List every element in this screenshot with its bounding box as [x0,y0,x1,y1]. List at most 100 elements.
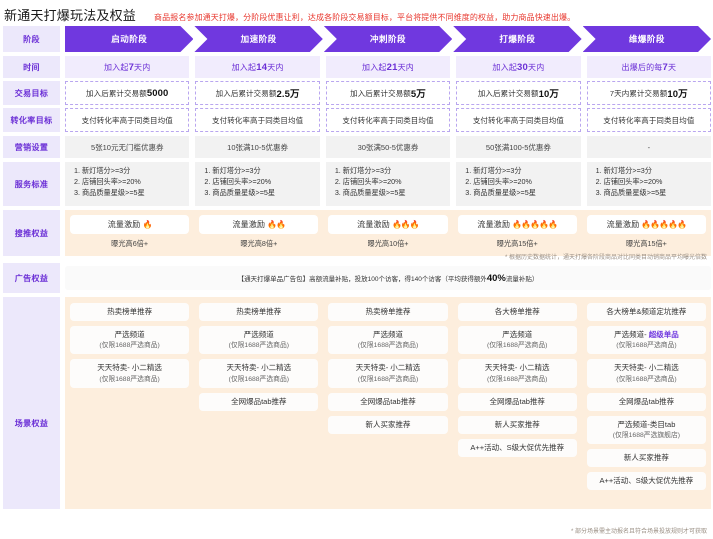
scene-rights-subtitle: (仅限1688严选商品) [486,375,548,383]
time-prefix: 加入起 [362,62,387,72]
scene-rights-item[interactable]: 新人买家推荐 [328,415,448,434]
scene-rights-item[interactable]: 热卖榜单推荐 [199,303,319,322]
marketing-cell: 5张10元无门槛优惠券 [65,136,190,158]
conversion-goal-list: 支付转化率高于同类目均值支付转化率高于同类目均值支付转化率高于同类目均值支付转化… [65,108,712,132]
scene-rights-item[interactable]: 天天特卖- 小二精选(仅限1688严选商品) [328,359,448,388]
trade-goal-prefix: 7天内累计交易额 [609,88,668,98]
scene-rights-title: 各大榜单&频道定坑推荐 [606,307,687,316]
scene-rights-item[interactable]: 天天特卖- 小二精选(仅限1688严选商品) [586,359,707,388]
scene-rights-title: 新人买家推荐 [494,419,540,429]
scene-rights-item[interactable]: 严选频道- 超级单品(仅限1688严选商品) [586,326,707,355]
trade-goal-prefix: 加入后累计交易额 [215,88,277,98]
traffic-incentive-cell: 流量激励🔥🔥🔥🔥🔥 曝光高15倍+ [457,215,577,256]
scene-rights-subtitle: (仅限1688严选商品) [228,375,290,383]
scene-rights-highlight: 超级单品 [648,330,679,340]
stage-arrow-list: 启动阶段加速阶段 冲刺阶段 打爆阶段 维爆阶段 [65,26,711,52]
traffic-incentive-pill: 流量激励🔥🔥🔥🔥🔥 [586,215,707,234]
scene-rights-item[interactable]: 新人买家推荐 [457,415,577,434]
time-suffix: 天 [667,62,677,72]
scene-rights-item[interactable]: 天天特卖- 小二精选(仅限1688严选商品) [457,359,577,388]
stage-arrow[interactable]: 维爆阶段 [583,26,711,52]
scene-rights-title: 严选频道 [502,330,533,340]
service-line: 2. 店铺回头率>=20% [595,176,663,186]
row-stage: 阶段 启动阶段加速阶段冲刺阶段打爆阶段维爆阶段 [0,26,713,52]
row-ad-rights: 广告权益 【通天打爆单品广告包】高额流量补贴，投放100个访客，得140个访客（… [0,263,713,293]
trade-goal-number: 10万 [538,89,560,100]
traffic-incentive-pill: 流量激励🔥🔥🔥🔥🔥 [457,215,577,234]
trade-goal-number: 5万 [410,89,426,100]
traffic-incentive-label: 流量激励 [606,220,640,229]
scene-rights-item[interactable]: 新人买家推荐 [586,449,707,468]
scene-rights-column: 各大榜单推荐严选频道(仅限1688严选商品)天天特卖- 小二精选(仅限1688严… [457,303,577,458]
time-number: 14 [256,61,268,73]
scene-rights-title: 严选频道 [373,330,403,340]
traffic-incentive-cell: 流量激励🔥🔥🔥🔥🔥曝光高15倍+ [586,215,707,256]
traffic-incentive-cell: 流量激励🔥🔥🔥曝光高10倍+ [328,215,448,256]
scene-rights-list: 热卖榜单推荐严选频道 (仅限1688严选商品) 天天特卖- 小二精选 (仅限1688严… [65,297,711,509]
time-number: 7 [128,61,135,73]
service-line: 1. 新灯塔分>=3分 [204,166,261,175]
traffic-exposure-multiplier: 曝光高15倍+ [496,239,538,248]
scene-rights-item[interactable]: 严选频道(仅限1688严选商品) [457,326,577,355]
scene-rights-subtitle: (仅限1688严选商品) [99,342,160,350]
scene-rights-item[interactable]: 严选频道(仅限1688严选商品) [70,326,190,355]
scene-rights-item[interactable]: 严选频道 (仅限1688严选商品) [199,326,319,355]
scene-rights-title: 全网爆品tab推荐 [231,396,287,406]
time-suffix: 天内 [134,62,151,72]
scene-rights-title: 严选频道-类目tab [617,419,676,429]
scene-rights-item[interactable]: 天天特卖- 小二精选(仅限1688严选商品) [70,359,190,388]
scene-rights-title: 全网爆品tab推荐 [489,396,545,406]
scene-rights-item[interactable]: A++活动、S级大促优先推荐 [586,472,707,491]
scene-rights-subtitle: (仅限1688严选商品) [357,342,419,350]
row-scene-rights: 场景权益 热卖榜单推荐严选频道(仅限1688严选商品)天天特卖- 小二精选(仅限… [0,297,713,509]
stage-arrow[interactable]: 加速阶段 [194,26,322,52]
scene-rights-item[interactable]: 严选频道 (仅限1688严选商品) [328,326,448,355]
scene-rights-item[interactable]: A++活动、S级大促优先推荐 [457,438,577,458]
time-prefix: 加入起 [231,62,257,72]
traffic-exposure-multiplier: 曝光高10倍+ [367,239,409,248]
time-suffix: 天内 [528,62,545,72]
service-line: 1. 新灯塔分>=3分 [334,166,392,175]
ad-text-highlight: 40% [486,272,506,284]
scene-rights-item[interactable]: 各大榜单&频道定坑推荐 [586,303,707,322]
stage-arrow[interactable]: 打爆阶段 [453,26,581,52]
ad-package-box: 【通天打爆单品广告包】高额流量补贴，投放100个访客，得140个访客（平均获得额… [65,266,711,290]
scene-rights-item[interactable]: 全网爆品tab推荐 [457,392,577,411]
scene-rights-item[interactable]: 全网爆品tab推荐 [328,392,448,411]
scene-rights-item[interactable]: 严选频道-类目tab(仅限1688严选旗舰店) [586,415,707,445]
row-label-search-rights: 搜推权益 [3,210,60,256]
scene-rights-item[interactable]: 全网爆品tab推荐 [586,392,707,411]
traffic-incentive-pill: 流量激励🔥🔥 [199,215,319,234]
scene-rights-subtitle: (仅限1688严选商品) [228,342,290,350]
scene-rights-item[interactable]: 各大榜单推荐 [457,303,577,322]
scene-rights-title: 严选频道 [243,330,274,340]
stage-label: 冲刺阶段 [370,34,407,44]
scene-rights-item[interactable]: 热卖榜单推荐 [70,303,190,322]
scene-rights-item[interactable]: 全网爆品tab推荐 [199,392,319,411]
scene-rights-title: 各大榜单推荐 [494,307,540,316]
row-label-marketing: 营销设置 [3,136,60,158]
service-line: 2. 店铺回头率>=20% [74,176,141,186]
flame-icon: 🔥🔥🔥🔥🔥 [512,220,558,229]
row-label-service: 服务标准 [3,162,60,206]
service-line: 3. 商品质量星级>=5星 [334,187,406,197]
conversion-goal-cell: 支付转化率高于同类目均值 [456,108,581,132]
scene-rights-item[interactable]: 热卖榜单推荐 [328,303,448,322]
page-title: 新通天打爆玩法及权益 [4,8,137,23]
scene-rights-title: 新人买家推荐 [365,419,411,429]
scene-rights-item[interactable]: 天天特卖- 小二精选 (仅限1688严选商品) [199,359,319,388]
scene-rights-title: 新人买家推荐 [623,453,669,463]
stage-arrow[interactable]: 冲刺阶段 [324,26,452,52]
scene-rights-title: 天天特卖- 小二精选 [226,363,292,373]
stage-arrow[interactable]: 启动阶段 [65,26,193,52]
stage-label: 维爆阶段 [628,34,665,44]
header: 新通天打爆玩法及权益 商品报名参加通天打爆，分阶段优惠让利，达成各阶段交易额目标… [0,0,713,24]
row-label-ad-rights: 广告权益 [3,263,60,293]
